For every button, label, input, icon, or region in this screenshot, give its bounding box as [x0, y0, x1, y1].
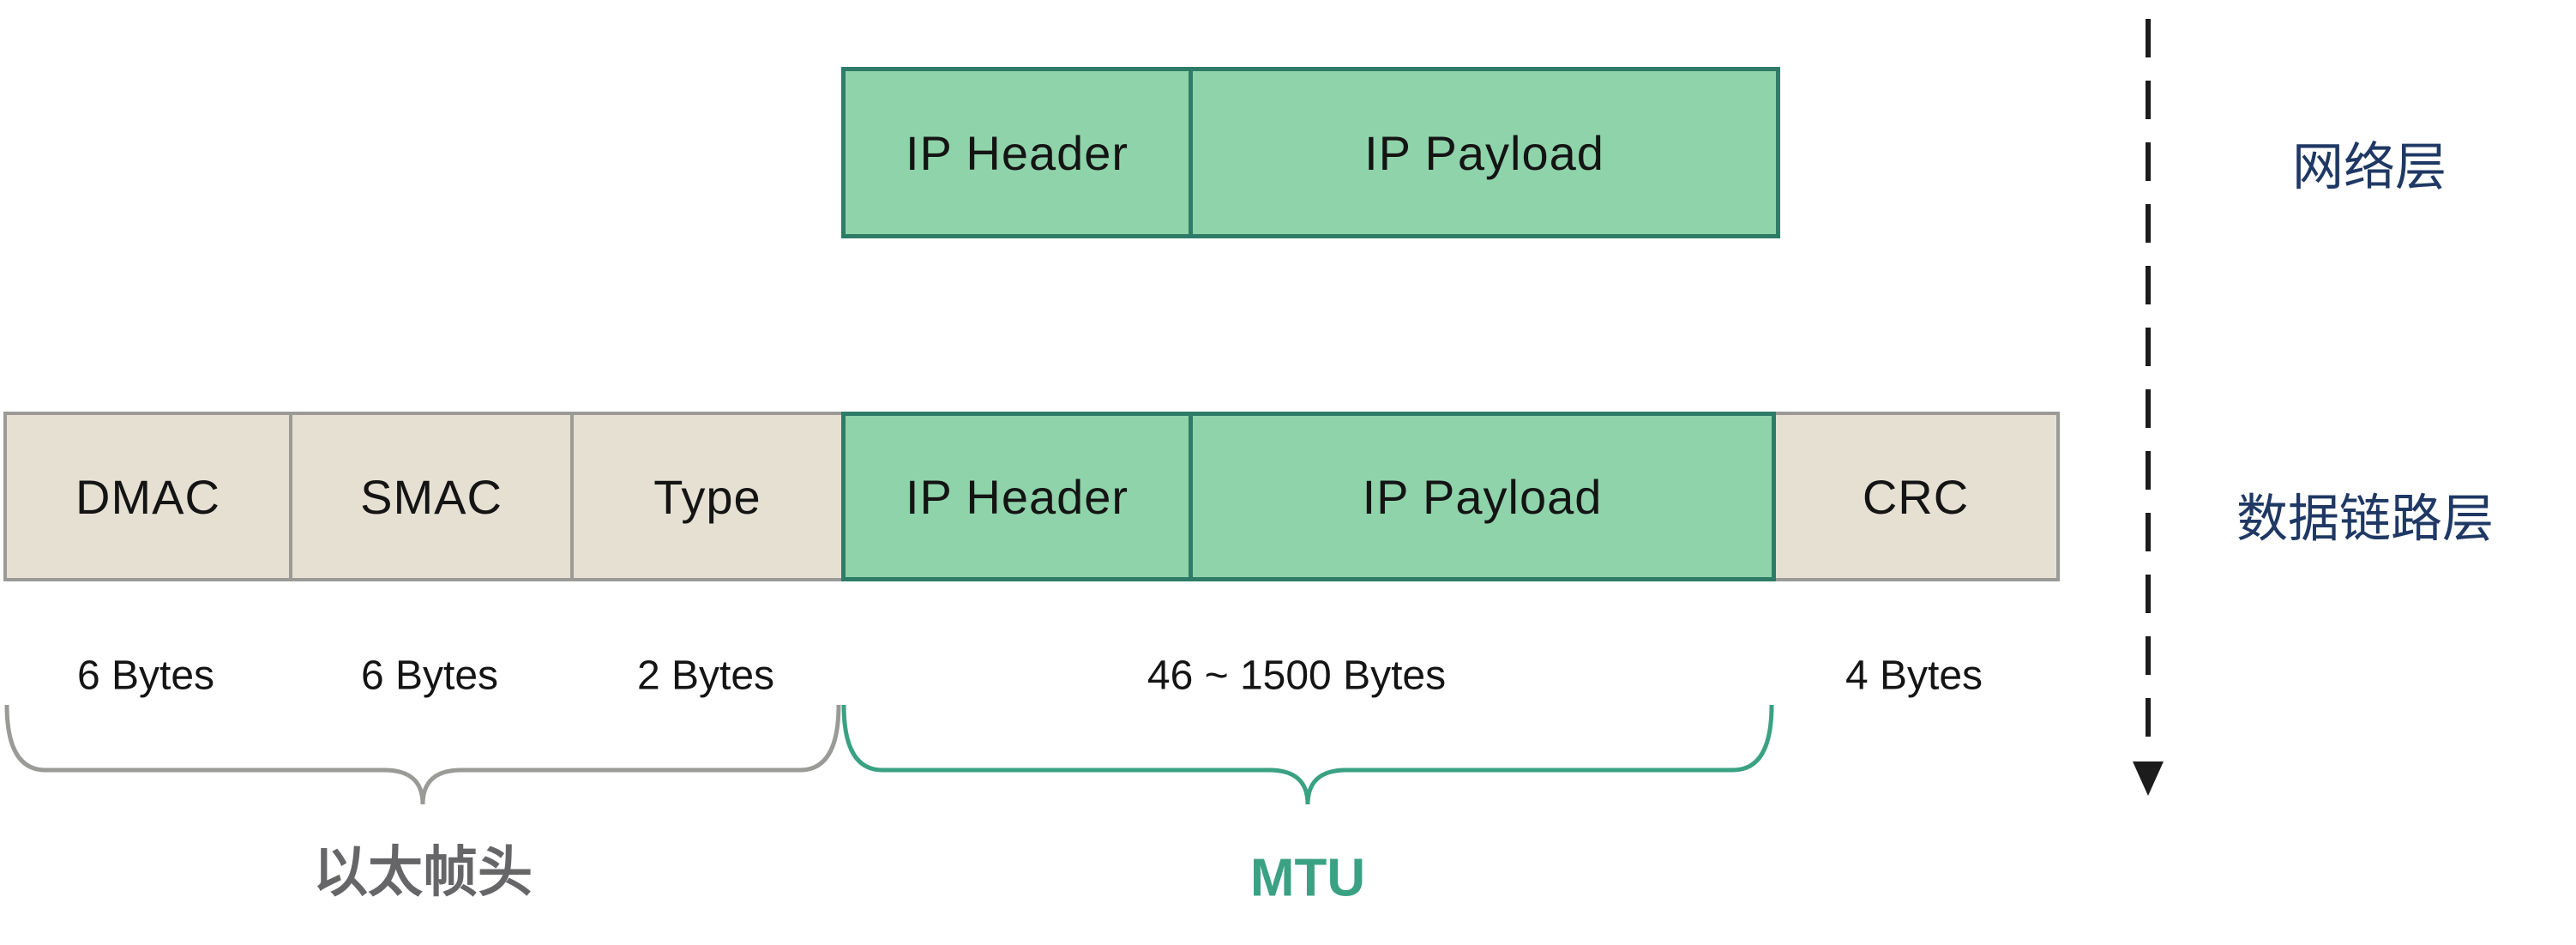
mtu-brace-icon [841, 704, 1774, 805]
network-layer-ip-header-label: IP Header [905, 125, 1129, 180]
datalink-ip-header-box: IP Header [841, 412, 1193, 581]
byte-label-type: 2 Bytes [636, 653, 775, 699]
datalink-ip-payload-label: IP Payload [1362, 469, 1603, 524]
ethernet-header-brace-icon [4, 704, 841, 805]
datalink-crc-label: CRC [1862, 469, 1970, 524]
datalink-type-box: Type [570, 412, 845, 581]
network-layer-label: 网络层 [2292, 138, 2447, 196]
network-layer-ip-payload-label: IP Payload [1364, 125, 1604, 180]
mtu-caption: MTU [1249, 848, 1366, 908]
network-layer-ip-header-box: IP Header [841, 67, 1193, 238]
datalink-dmac-box: DMAC [3, 412, 292, 581]
datalink-ip-header-label: IP Header [905, 469, 1129, 524]
datalink-type-label: Type [653, 469, 761, 524]
network-layer-ip-payload-box: IP Payload [1189, 67, 1780, 238]
datalink-crc-box: CRC [1772, 412, 2060, 581]
byte-label-smac: 6 Bytes [360, 653, 499, 699]
datalink-dmac-label: DMAC [75, 469, 220, 524]
ethernet-header-caption: 以太帧头 [313, 841, 533, 903]
byte-label-crc: 4 Bytes [1845, 653, 1983, 699]
down-arrow-icon [2133, 761, 2164, 796]
byte-label-payload-range: 46 ~ 1500 Bytes [1147, 653, 1447, 699]
datalink-layer-label: 数据链路层 [2236, 490, 2494, 548]
byte-label-dmac: 6 Bytes [76, 653, 215, 699]
datalink-smac-box: SMAC [289, 412, 574, 581]
datalink-smac-label: SMAC [360, 469, 503, 524]
datalink-ip-payload-box: IP Payload [1189, 412, 1776, 581]
